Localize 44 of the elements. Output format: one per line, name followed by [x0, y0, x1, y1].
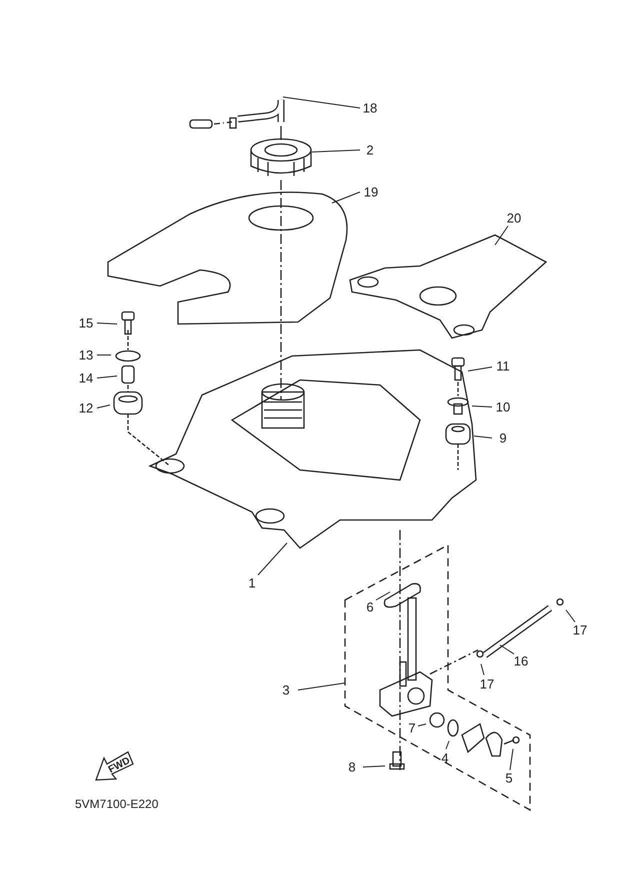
direction-label: FWD	[106, 755, 132, 776]
leader-line	[468, 366, 492, 372]
callout-number: 4	[441, 750, 449, 766]
leader-line	[510, 748, 514, 770]
leader-line	[376, 592, 390, 600]
callout-number: 13	[78, 348, 94, 362]
callout-number: 8	[348, 760, 356, 774]
leader-line	[446, 740, 450, 750]
callout-number: 10	[496, 400, 510, 414]
leader-line	[332, 192, 360, 204]
callout-number: 12	[78, 400, 94, 416]
leader-line	[480, 664, 484, 676]
leader-line	[282, 96, 360, 108]
callout-number: 20	[506, 210, 522, 226]
leader-line	[418, 724, 426, 726]
leader-line	[298, 682, 346, 690]
callout-number: 19	[364, 184, 378, 200]
leader-line	[96, 404, 110, 408]
leader-line	[494, 226, 508, 246]
leader-line	[474, 436, 492, 438]
leader-line	[312, 150, 360, 152]
callout-number: 14	[78, 370, 94, 386]
leader-line	[96, 354, 112, 356]
callout-number: 6	[366, 600, 374, 614]
leader-line	[96, 322, 118, 324]
callout-number: 17	[480, 676, 494, 692]
callout-number: 7	[408, 720, 416, 736]
callout-number: 1	[248, 576, 256, 590]
leader-line	[500, 644, 514, 654]
leader-line	[96, 376, 118, 378]
callout-number: 16	[514, 654, 528, 668]
leader-line	[362, 766, 386, 768]
part-code: 5VM7100-E220	[75, 797, 158, 811]
callout-number: 3	[282, 682, 290, 698]
callout-number: 2	[366, 142, 374, 158]
callout-number: 15	[78, 316, 94, 330]
callout-number: 5	[505, 770, 513, 786]
leader-line	[472, 406, 492, 408]
callout-number: 17	[572, 622, 588, 638]
callout-number: 18	[362, 100, 378, 116]
callout-number: 11	[496, 358, 510, 374]
callout-number: 9	[499, 430, 507, 446]
leader-line	[566, 610, 576, 622]
leader-line	[258, 542, 288, 576]
